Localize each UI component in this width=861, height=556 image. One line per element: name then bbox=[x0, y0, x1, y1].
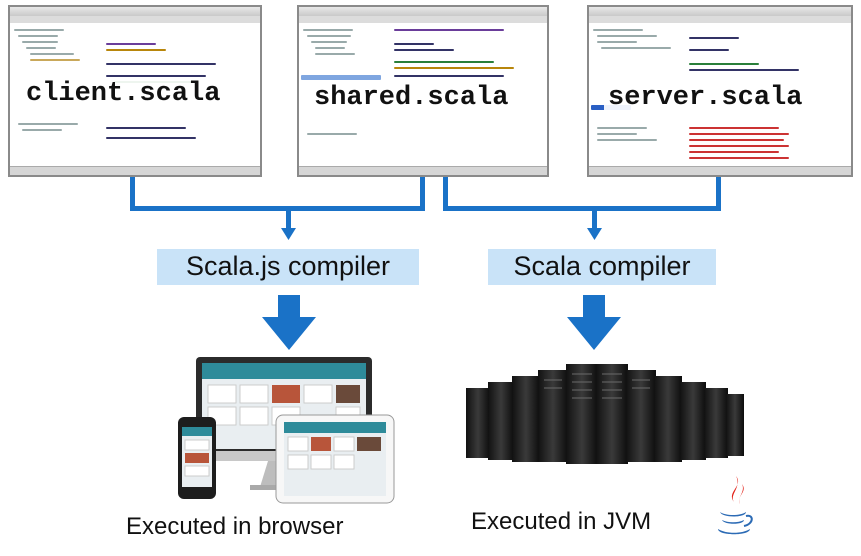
scalajs-compiler-box: Scala.js compiler bbox=[157, 249, 419, 285]
connector-shared-down bbox=[420, 177, 425, 211]
client-scala-label: client.scala bbox=[22, 78, 225, 110]
jvm-caption: Executed in JVM bbox=[471, 508, 652, 535]
connector-client-down bbox=[130, 177, 135, 211]
devices-icon bbox=[178, 357, 395, 504]
browser-caption: Executed in browser bbox=[126, 513, 344, 540]
arrow-to-browser bbox=[262, 295, 316, 350]
arrow-to-jvm bbox=[567, 295, 621, 350]
connector-server-down bbox=[716, 177, 721, 211]
connector-right-horizontal bbox=[443, 206, 721, 211]
scala-compiler-box: Scala compiler bbox=[488, 249, 716, 285]
arrow-to-scalajs-compiler bbox=[281, 208, 296, 240]
connector-shared-right bbox=[443, 177, 448, 211]
shared-scala-label: shared.scala bbox=[310, 82, 513, 114]
arrow-to-scala-compiler bbox=[587, 208, 602, 240]
server-scala-label: server.scala bbox=[604, 82, 807, 114]
java-logo-icon bbox=[718, 476, 753, 535]
server-rack-icon bbox=[466, 364, 744, 464]
connector-left-horizontal bbox=[130, 206, 425, 211]
